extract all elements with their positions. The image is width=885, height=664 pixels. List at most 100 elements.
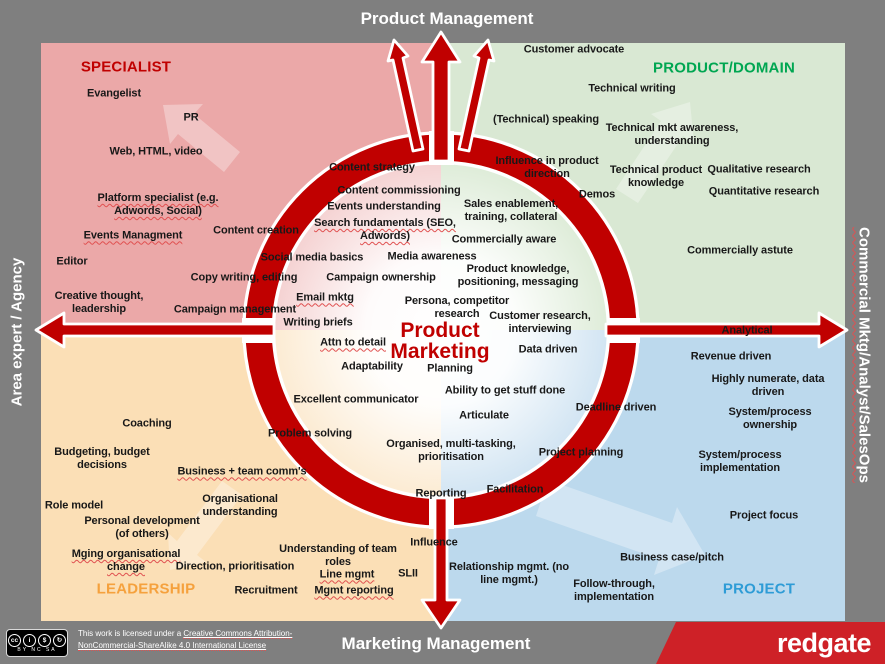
skill-item: Recruitment	[234, 584, 298, 597]
skill-item: Platform specialist (e.g. Adwords, Socia…	[97, 191, 219, 217]
skill-item: (Technical) speaking	[493, 113, 599, 126]
skill-item: Persona, competitor research	[404, 294, 510, 320]
skill-item: Editor	[56, 255, 88, 268]
skill-item: Evangelist	[86, 87, 142, 100]
center-title: Product Marketing	[390, 319, 490, 363]
skill-item: Excellent communicator	[293, 393, 419, 406]
skill-item: Copy writing, editing	[190, 271, 298, 284]
skill-item: SLII	[398, 567, 418, 580]
faded-arrow-up-right	[616, 102, 694, 203]
skill-item: Deadline driven	[575, 401, 657, 414]
skill-item: Business + team comm's	[177, 465, 307, 478]
axis-top-label: Product Management	[360, 9, 534, 28]
cc-sub-label: BY NC SA	[17, 646, 57, 653]
skill-item: Commercially aware	[451, 233, 557, 246]
skill-item: Project planning	[538, 446, 624, 459]
axis-right-label: Commercial Mktg/Analyst/SalesOps	[855, 227, 873, 483]
skill-item: Writing briefs	[283, 316, 353, 329]
skill-item: Commercially astute	[687, 244, 793, 257]
license-link-line1[interactable]: Creative Commons Attribution-	[183, 629, 293, 639]
skill-item: Technical product knowledge	[609, 163, 703, 189]
skill-item: Events understanding	[327, 200, 441, 213]
skill-item: Articulate	[459, 409, 509, 422]
header-specialist: SPECIALIST	[80, 58, 172, 76]
skill-item: System/process ownership	[728, 405, 812, 431]
skill-item: Influence	[410, 536, 458, 549]
skill-item: Mgmt reporting	[314, 584, 394, 597]
skill-item: PR	[183, 111, 199, 124]
skill-item: Role model	[44, 499, 104, 512]
center-circle-gradient	[275, 164, 607, 496]
skill-item: Email mktg	[296, 291, 354, 304]
header-leadership: LEADERSHIP	[96, 580, 196, 598]
axis-bottom-label: Marketing Management	[341, 634, 531, 653]
skill-item: Planning	[427, 362, 473, 375]
license-link-line2[interactable]: NonCommercial-ShareAlike 4.0 Internation…	[78, 640, 267, 651]
skill-item: Budgeting, budget decisions	[54, 445, 150, 471]
skill-item: Content creation	[213, 224, 299, 237]
skill-item: Relationship mgmt. (no line mgmt.)	[448, 560, 570, 586]
arrow-up-right	[457, 38, 496, 153]
arrow-left	[34, 311, 276, 349]
skill-item: Product knowledge, positioning, messagin…	[457, 262, 579, 288]
arrow-up-center	[420, 30, 462, 163]
skill-item: System/process implementation	[698, 448, 782, 474]
cc-icon: $	[38, 633, 51, 647]
skill-item: Direction, prioritisation	[175, 560, 295, 573]
skill-item: Attn to detail	[320, 336, 386, 349]
skill-item: Demos	[578, 188, 616, 201]
skill-item: Organisational understanding	[202, 492, 278, 518]
skill-item: Coaching	[122, 417, 172, 430]
skill-item: Follow-through, implementation	[573, 577, 655, 603]
skill-item: Project focus	[729, 509, 799, 522]
header-project: PROJECT	[722, 580, 796, 598]
skill-item: Reporting	[415, 487, 467, 500]
skill-item: Quantitative research	[708, 185, 820, 198]
skill-item: Adaptability	[341, 360, 403, 373]
skill-item: Personal development (of others)	[84, 514, 200, 540]
skill-item: Understanding of team roles	[279, 542, 397, 568]
header-product_domain: PRODUCT/DOMAIN	[653, 59, 795, 77]
skill-item: Technical writing	[588, 82, 676, 95]
cc-icon: ↻	[53, 633, 66, 647]
skill-item: Qualitative research	[707, 163, 811, 176]
faded-arrow-down-left	[168, 481, 242, 570]
arrow-right	[604, 311, 849, 349]
skill-item: Influence in product direction	[495, 154, 599, 180]
skill-item: Customer advocate	[523, 43, 625, 56]
skill-item: Technical mkt awareness, understanding	[605, 121, 739, 147]
skill-item: Media awareness	[387, 250, 477, 263]
skill-item: Data driven	[518, 343, 578, 356]
cc-icon: cc	[8, 633, 21, 647]
skill-item: Customer research, interviewing	[489, 309, 591, 335]
skill-item: Events Managment	[83, 229, 183, 242]
skill-item: Content strategy	[329, 161, 415, 174]
skill-item: Problem solving	[267, 427, 353, 440]
license-text: This work is licensed under a Creative C…	[78, 628, 293, 651]
arrow-up-left	[386, 38, 425, 153]
skill-item: Organised, multi-tasking, prioritisation	[386, 437, 516, 463]
skill-item: Ability to get stuff done	[444, 384, 566, 397]
skill-item: Revenue driven	[690, 350, 772, 363]
skill-item: Campaign management	[173, 303, 297, 316]
skill-item: Mging organisational change	[71, 547, 181, 573]
skill-item: Social media basics	[260, 251, 364, 264]
skill-item: Business case/pitch	[620, 551, 724, 564]
faded-arrow-down-right	[536, 480, 705, 575]
skill-item: Content commissioning	[337, 184, 461, 197]
skill-item: Facilitation	[486, 483, 544, 496]
axis-left-label: Area expert / Agency	[8, 257, 26, 407]
redgate-logo-text: redgate	[776, 628, 872, 658]
redgate-logo: redgate	[656, 622, 885, 664]
arrow-down	[420, 496, 462, 630]
license-prefix: This work is licensed under a	[78, 629, 184, 638]
faded-arrow-up-left	[163, 104, 240, 172]
skill-item: Sales enablement, training, collateral	[463, 197, 559, 223]
skill-item: Creative thought, leadership	[54, 289, 144, 315]
